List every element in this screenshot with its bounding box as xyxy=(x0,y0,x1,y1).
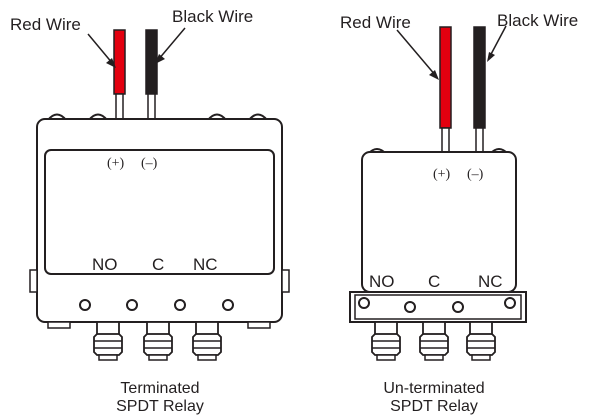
left-side-tab xyxy=(29,269,38,293)
bottom-tab-right xyxy=(247,321,271,329)
sma-connector-c xyxy=(419,321,449,361)
base-plate-inner xyxy=(354,294,522,320)
black-wire-label: Black Wire xyxy=(497,11,578,30)
red-wire-arrow xyxy=(396,29,439,80)
minus-label: (–) xyxy=(467,167,484,182)
sma-connector-no xyxy=(371,321,401,361)
sma-connector-no xyxy=(93,321,123,361)
caption-line-1: Un-terminated xyxy=(383,380,484,397)
pin-c-label: C xyxy=(428,272,440,291)
black-wire xyxy=(473,26,486,153)
pin-nc-label: NC xyxy=(478,272,503,291)
red-wire-arrow xyxy=(87,33,116,68)
minus-label: (–) xyxy=(141,156,158,171)
pin-no-label: NO xyxy=(92,255,118,274)
pin-no-label: NO xyxy=(369,272,395,291)
bottom-tab-left xyxy=(47,321,71,329)
unterminated-relay: Red Wire Black Wire (+) (–) NO C NC Un-t… xyxy=(340,11,578,415)
sma-connector-nc xyxy=(466,321,496,361)
black-wire-arrow xyxy=(155,27,186,64)
red-wire xyxy=(439,26,452,153)
red-wire-label: Red Wire xyxy=(340,13,411,32)
pin-nc-label: NC xyxy=(193,255,218,274)
black-wire-label: Black Wire xyxy=(172,7,253,26)
black-wire-arrow xyxy=(487,25,507,62)
black-wire xyxy=(145,29,158,120)
sma-connector-c xyxy=(143,321,173,361)
caption-line-2: SPDT Relay xyxy=(390,398,478,415)
mounting-holes xyxy=(358,297,516,313)
plus-label: (+) xyxy=(107,156,125,171)
red-wire xyxy=(113,29,126,120)
sma-connector-nc xyxy=(192,321,222,361)
relay-label-panel xyxy=(44,149,275,275)
right-side-tab xyxy=(281,269,290,293)
mounting-holes xyxy=(79,299,234,311)
caption-line-1: Terminated xyxy=(120,380,199,397)
plus-label: (+) xyxy=(433,167,451,182)
terminated-relay: Red Wire Black Wire (+) (–) NO C NC Term… xyxy=(10,7,290,415)
red-wire-label: Red Wire xyxy=(10,15,81,34)
caption-line-2: SPDT Relay xyxy=(116,398,204,415)
pin-c-label: C xyxy=(152,255,164,274)
